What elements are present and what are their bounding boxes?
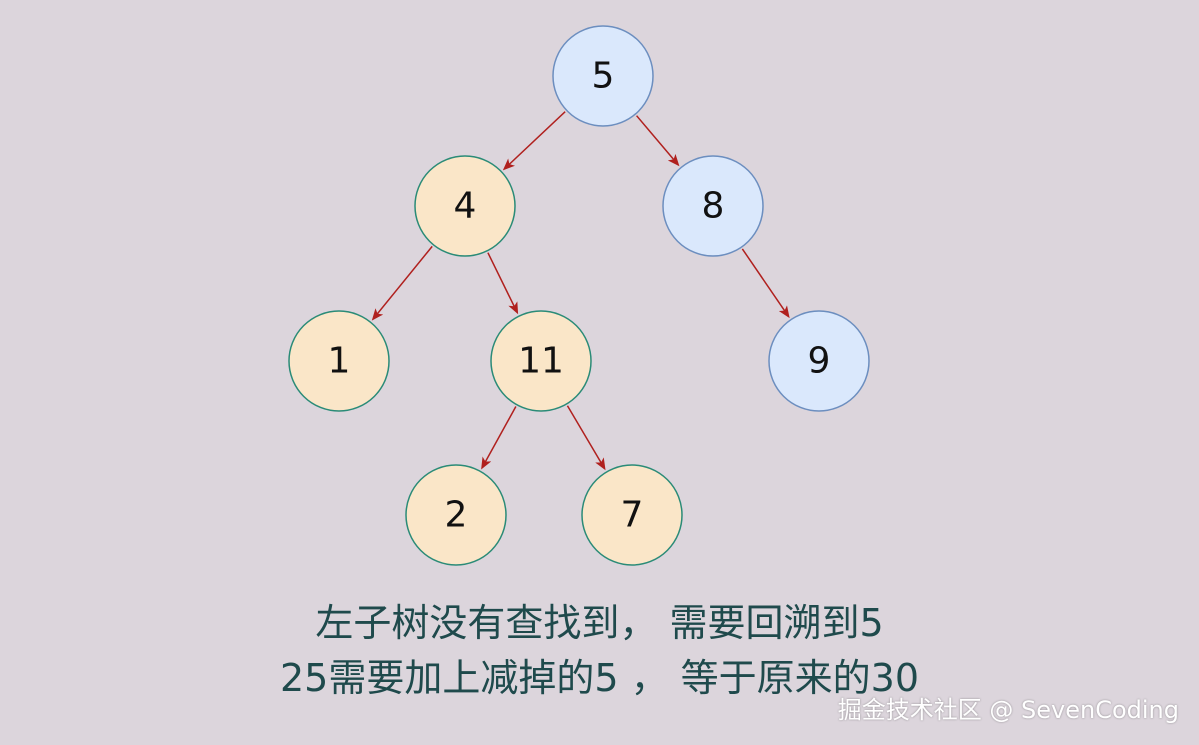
tree-edges — [371, 111, 790, 471]
caption-line-1: 左子树没有查找到， 需要回溯到5 — [315, 601, 884, 645]
edge-n4-n1 — [371, 245, 433, 321]
node-label: 8 — [702, 186, 725, 227]
edge-n8-n9 — [741, 248, 790, 319]
tree-node-n4: 4 — [414, 155, 516, 257]
node-circle — [414, 155, 516, 257]
node-label: 7 — [621, 495, 644, 536]
tree-node-n1: 1 — [288, 310, 390, 412]
node-circle — [552, 25, 654, 127]
caption-line-2: 25需要加上减掉的5 ， 等于原来的30 — [279, 656, 920, 700]
node-circle — [405, 464, 507, 566]
node-circle — [662, 155, 764, 257]
node-label: 1 — [328, 341, 351, 382]
node-label: 2 — [445, 495, 468, 536]
node-label: 5 — [592, 56, 615, 97]
tree-node-n7: 7 — [581, 464, 683, 566]
edge-n4-n11 — [487, 252, 519, 315]
edge-n5-n4 — [502, 111, 566, 171]
node-circle — [490, 310, 592, 412]
watermark: 掘金技术社区 @ SevenCoding — [837, 696, 1179, 724]
node-circle — [768, 310, 870, 412]
edge-n5-n8 — [636, 115, 680, 167]
tree-node-n9: 9 — [768, 310, 870, 412]
node-circle — [581, 464, 683, 566]
tree-node-n8: 8 — [662, 155, 764, 257]
tree-node-n5: 5 — [552, 25, 654, 127]
tree-node-n2: 2 — [405, 464, 507, 566]
node-label: 11 — [518, 341, 564, 382]
edge-n11-n7 — [566, 405, 606, 471]
node-label: 9 — [808, 341, 831, 382]
tree-node-n11: 11 — [490, 310, 592, 412]
node-circle — [288, 310, 390, 412]
node-label: 4 — [454, 186, 477, 227]
edge-n11-n2 — [481, 406, 517, 470]
